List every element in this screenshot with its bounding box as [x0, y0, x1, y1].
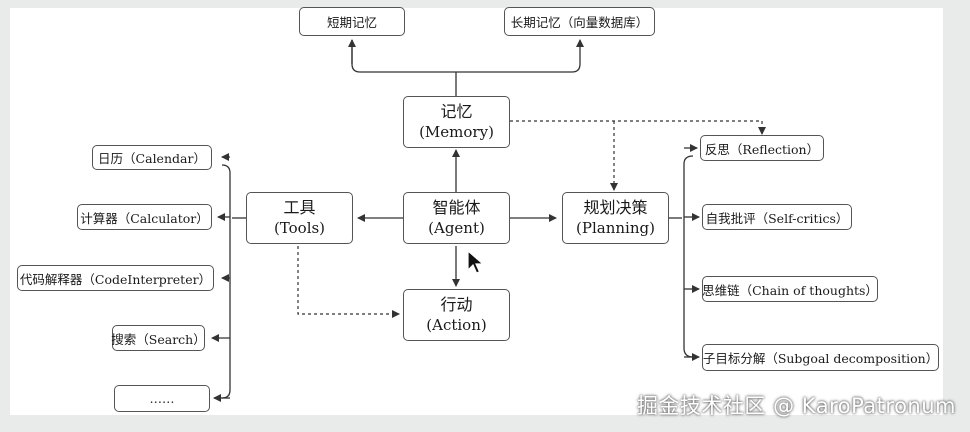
planning-item-self-critics: 自我批评（Self-critics） [702, 204, 852, 230]
planning-item-label: 自我批评（Self-critics） [705, 210, 849, 226]
tool-item-search: 搜索（Search） [111, 325, 206, 351]
agent-label-en: (Agent) [428, 219, 485, 237]
agent-node: 智能体 (Agent) [403, 192, 510, 244]
tool-item-calculator: 计算器（Calculator） [77, 204, 212, 230]
planning-item-label: 子目标分解（Subgoal decomposition） [702, 351, 939, 366]
planning-item-subgoal-decomposition: 子目标分解（Subgoal decomposition） [702, 344, 939, 371]
long-term-memory-label: 长期记忆（向量数据库） [510, 15, 649, 30]
planning-label-cn: 规划决策 [583, 198, 648, 217]
planning-item-chain-of-thoughts: 思维链（Chain of thoughts） [702, 276, 878, 302]
tool-item-label: …… [149, 391, 175, 406]
action-label-cn: 行动 [440, 295, 473, 314]
short-term-memory-node: 短期记忆 [299, 7, 405, 36]
action-node: 行动 (Action) [403, 289, 510, 341]
planning-item-reflection: 反思（Reflection） [700, 135, 824, 161]
action-label-en: (Action) [426, 316, 487, 334]
memory-label-cn: 记忆 [440, 102, 473, 121]
memory-label-en: (Memory) [419, 123, 494, 141]
tool-item-more: …… [114, 385, 210, 412]
tool-item-label: 搜索（Search） [111, 331, 206, 347]
tool-item-code-interpreter: 代码解释器（CodeInterpreter） [17, 265, 214, 291]
tool-item-label: 计算器（Calculator） [80, 210, 209, 226]
long-term-memory-node: 长期记忆（向量数据库） [504, 7, 655, 36]
memory-node: 记忆 (Memory) [403, 96, 510, 148]
tool-item-label: 日历（Calendar） [98, 151, 206, 166]
short-term-memory-label: 短期记忆 [326, 15, 377, 30]
mouse-cursor-icon [467, 250, 485, 274]
planning-label-en: (Planning) [576, 219, 655, 237]
planning-item-label: 思维链（Chain of thoughts） [702, 282, 878, 298]
planning-node: 规划决策 (Planning) [562, 192, 669, 244]
tool-item-label: 代码解释器（CodeInterpreter） [19, 271, 212, 287]
tools-node: 工具 (Tools) [246, 192, 353, 244]
planning-item-label: 反思（Reflection） [704, 141, 820, 157]
tool-item-calendar: 日历（Calendar） [92, 145, 212, 170]
tools-label-en: (Tools) [273, 219, 326, 237]
agent-label-cn: 智能体 [432, 198, 481, 217]
watermark: 掘金技术社区 @ KaroPatronum [636, 394, 956, 418]
tools-label-cn: 工具 [283, 198, 316, 217]
